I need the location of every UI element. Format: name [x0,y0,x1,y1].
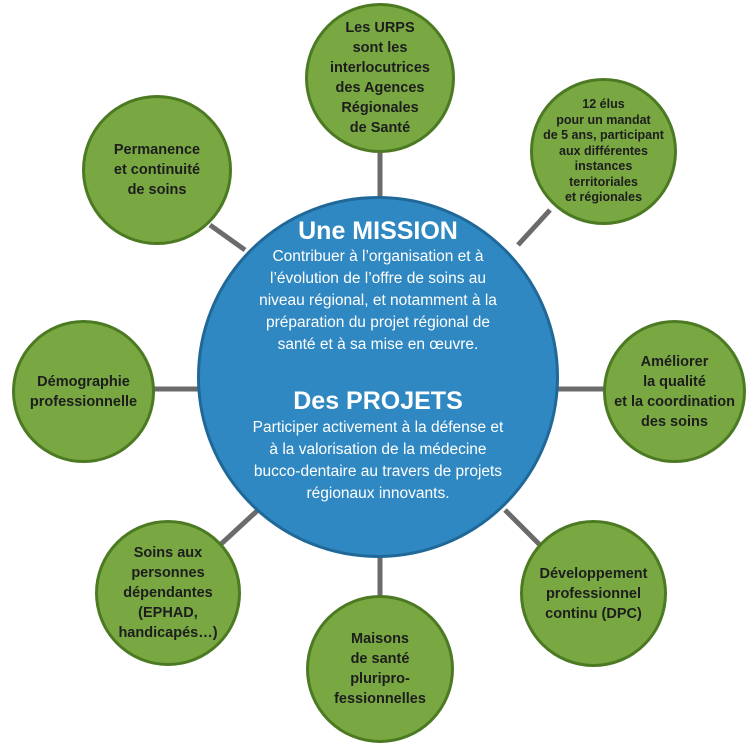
satellite-dpc: Développement professionnel continu (DPC… [520,520,667,667]
satellite-permanence-label: Permanence et continuité de soins [113,142,201,198]
mission-title: Une MISSION [298,217,458,245]
satellite-elus: 12 élus pour un mandat de 5 ans, partici… [530,78,677,225]
satellite-qualite-label: Améliorer la qualité et la coordination … [614,353,735,430]
satellite-urps: Les URPS sont les interlocutrices des Ag… [305,3,455,153]
projets-title: Des PROJETS [293,387,463,415]
satellite-dpc-label: Développement professionnel continu (DPC… [539,565,648,622]
connector-line-elus [516,208,552,247]
satellite-demographie: Démographie professionnelle [12,320,155,463]
satellite-maisons-de-sante: Maisons de santé pluripro- fessionnelles [306,595,454,743]
satellite-demographie-label: Démographie professionnelle [29,373,138,410]
satellite-urps-label: Les URPS sont les interlocutrices des Ag… [330,20,430,136]
projets-text: Participer activement à la défense et à … [252,419,504,502]
connector-line-soins [218,508,260,547]
mission-text: Contribuer à l’organisation et à l’évolu… [259,248,497,353]
satellite-qualite: Améliorer la qualité et la coordination … [603,320,746,463]
satellite-soins-dependantes: Soins aux personnes dépendantes (EPHAD, … [95,520,241,666]
satellite-maisons-de-sante-label: Maisons de santé pluripro- fessionnelles [334,631,426,707]
connector-line-dpc [503,508,542,547]
connector-line-permanence [208,222,247,253]
satellite-soins-dependantes-label: Soins aux personnes dépendantes (EPHAD, … [118,545,218,641]
satellite-elus-label: 12 élus pour un mandat de 5 ans, partici… [543,97,664,205]
center-circle: Une MISSION Contribuer à l’organisation … [197,196,559,558]
satellite-permanence: Permanence et continuité de soins [82,95,232,245]
